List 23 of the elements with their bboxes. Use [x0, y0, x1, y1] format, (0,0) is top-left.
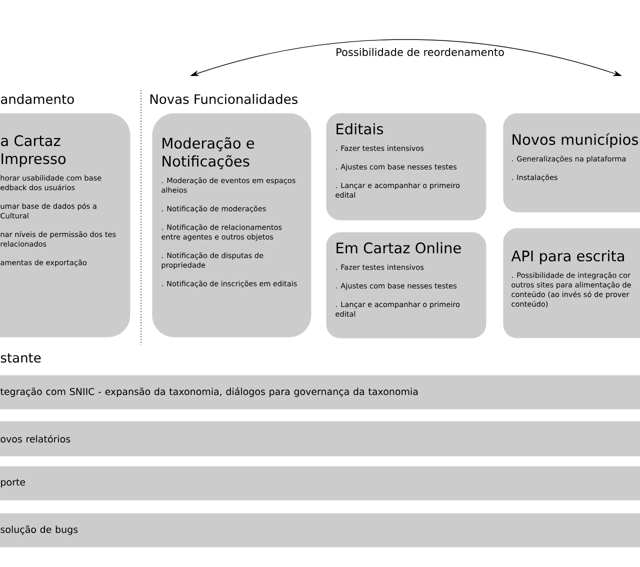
bar-label: porte: [1, 478, 26, 488]
column-heading: Novas Funcionalidades: [150, 94, 298, 104]
column-heading: stante: [0, 353, 41, 363]
task-card: [326, 113, 486, 220]
card-heading: Editais: [336, 123, 384, 134]
card-heading: Em Cartaz Online: [336, 242, 461, 254]
task-bar: [0, 466, 640, 500]
card-heading: API para escrita: [511, 250, 624, 264]
card-heading: Novos municípios: [512, 133, 638, 148]
bar-label: solução de bugs: [0, 526, 78, 535]
card-heading: a Cartaz Impresso: [1, 135, 66, 167]
bar-label: tegração com SNIIC - expansão da taxonomia, diálogos para governança da taxonomia: [0, 387, 418, 397]
card-heading: Moderação e Notificações: [162, 137, 254, 170]
task-card: [503, 113, 640, 212]
task-card: [0, 113, 130, 338]
task-card: [326, 232, 486, 338]
task-bar: [0, 513, 640, 548]
task-card: [503, 228, 640, 338]
arrow-label: Possibilidade de reordenamento: [336, 48, 504, 56]
task-bar: [0, 421, 640, 456]
task-card: [152, 113, 312, 338]
bar-label: ovos relatórios: [0, 434, 70, 443]
task-bar: [0, 375, 640, 410]
